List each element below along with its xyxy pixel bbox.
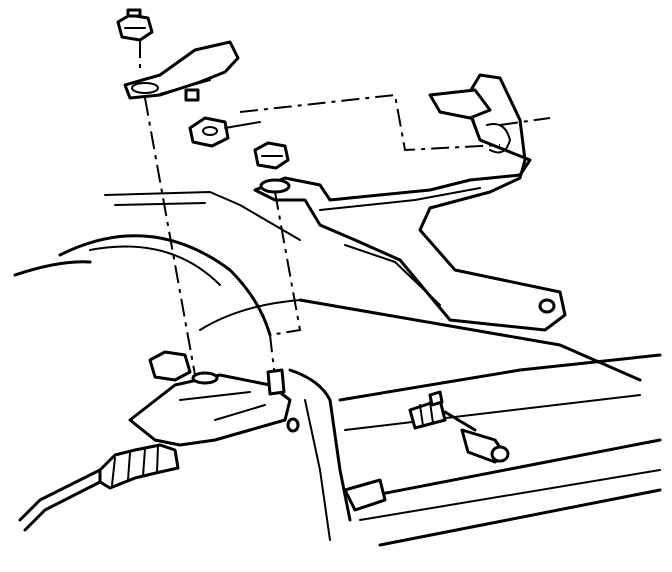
hex-nut-upper xyxy=(116,8,154,42)
ground-strap-bolt xyxy=(184,88,261,148)
heat-shield-tab xyxy=(123,40,240,100)
mounting-hole xyxy=(538,298,556,314)
wiring-harness xyxy=(18,443,180,532)
support-bracket xyxy=(253,73,567,332)
hex-nut-lower xyxy=(253,141,291,194)
alignment-lines xyxy=(139,40,551,379)
fuel-line-connector xyxy=(408,390,510,464)
vehicle-body-outline xyxy=(13,191,662,547)
lower-mount-assembly xyxy=(128,350,300,447)
